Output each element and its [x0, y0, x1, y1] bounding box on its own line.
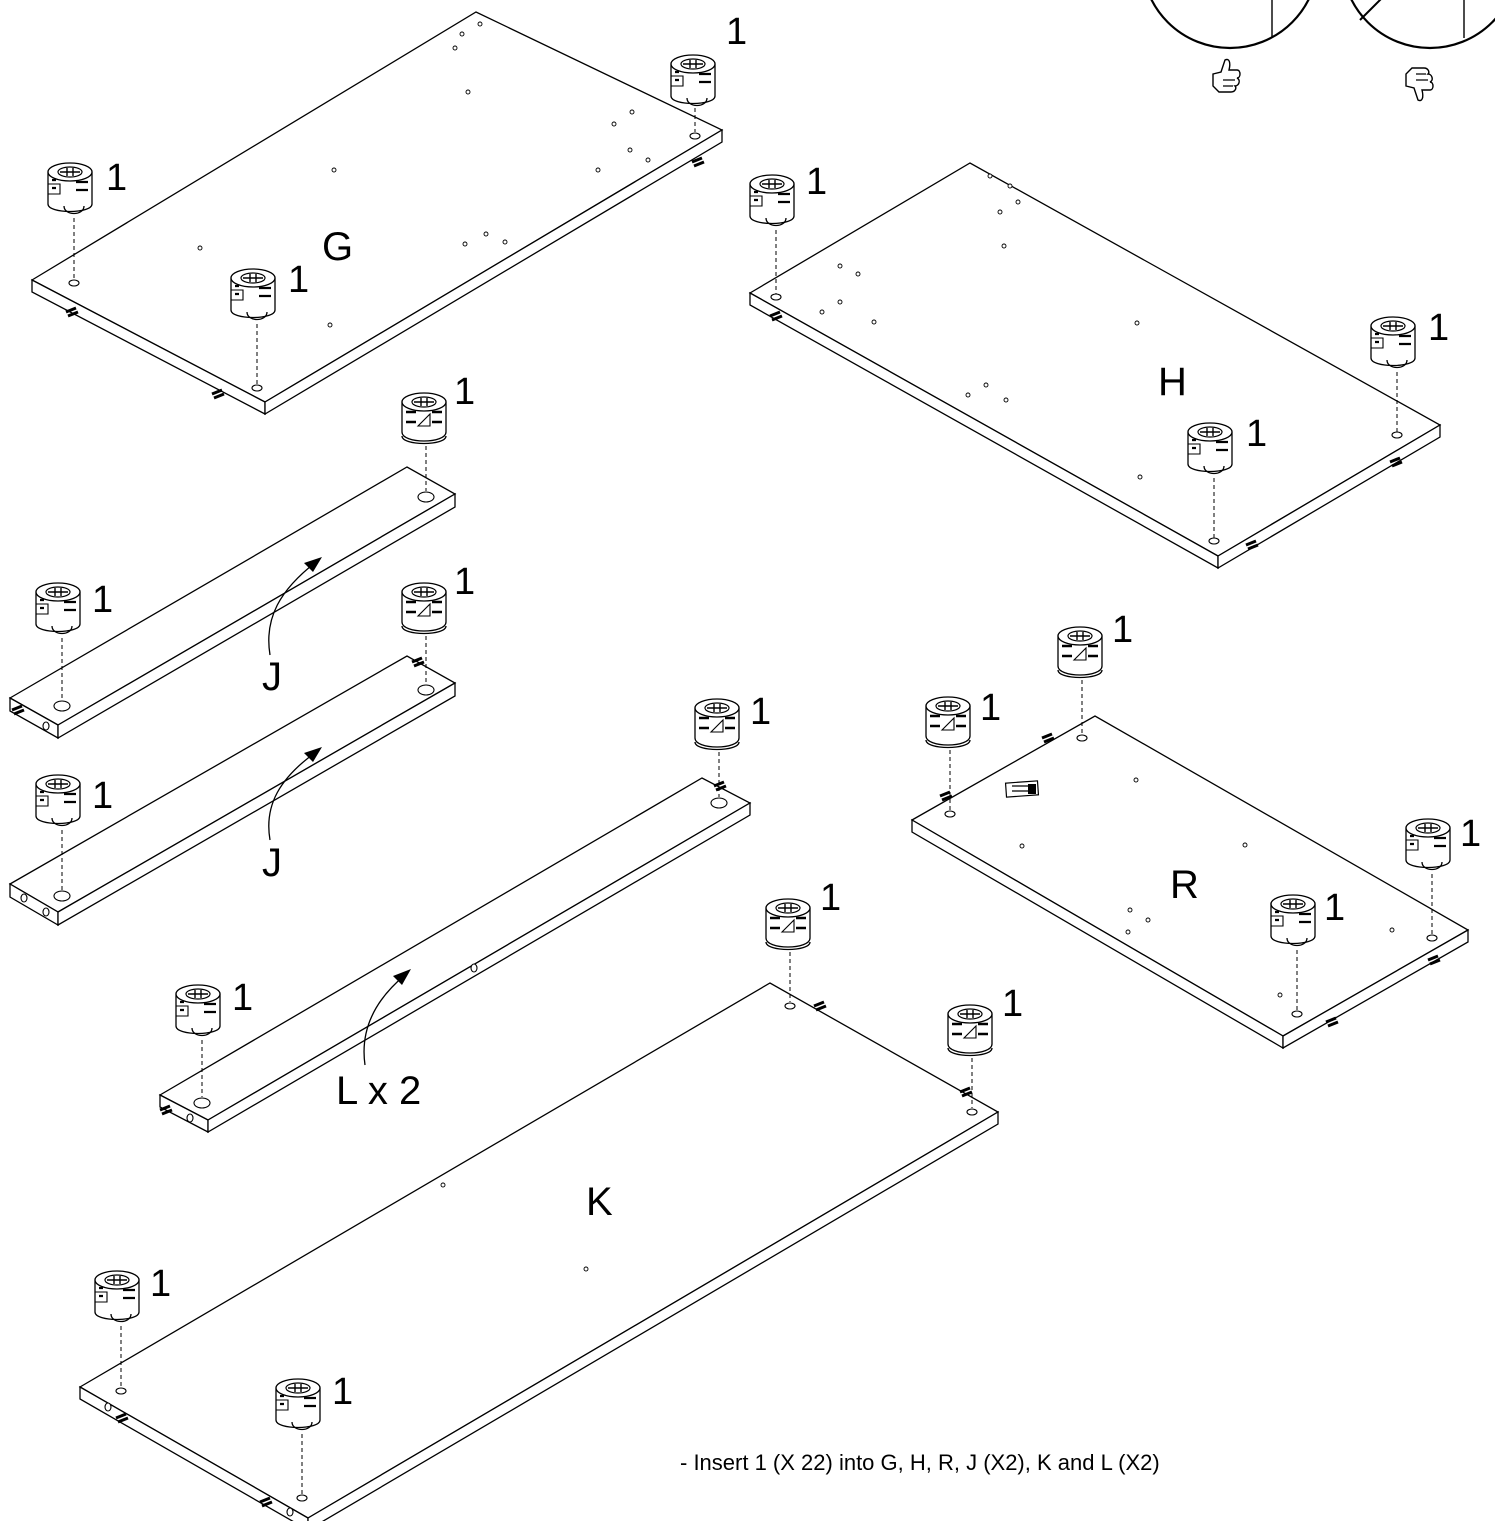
- cam-lock-fitting-icon: [1369, 315, 1417, 369]
- thumbs-down-icon: [1405, 67, 1434, 102]
- cam-lock-fitting-icon: [34, 773, 82, 827]
- part-number-label: 1: [726, 11, 747, 53]
- panel-j-upper: [8, 446, 457, 740]
- part-number-label: 1: [806, 161, 827, 203]
- part-number-label: 1: [454, 561, 475, 603]
- cam-lock-fitting-icon: [764, 897, 812, 951]
- panel-label-j: J: [262, 841, 282, 885]
- correct-orientation-indicator: [1150, 0, 1310, 93]
- part-number-label: 1: [150, 1263, 171, 1305]
- part-number-label: 1: [332, 1371, 353, 1413]
- cam-lock-fitting-icon: [400, 581, 448, 635]
- panel-label-r: R: [1170, 863, 1199, 907]
- cam-lock-fitting-icon: [1269, 893, 1317, 947]
- part-number-label: 1: [1428, 307, 1449, 349]
- part-number-label: 1: [92, 775, 113, 817]
- panel-h: [748, 162, 1442, 570]
- cam-lock-fitting-icon: [946, 1003, 994, 1057]
- cam-lock-fitting-icon: [34, 581, 82, 635]
- part-number-label: 1: [980, 687, 1001, 729]
- cam-lock-fitting-icon: [924, 695, 972, 749]
- part-number-label: 1: [106, 157, 127, 199]
- panel-label-k: K: [586, 1180, 613, 1224]
- cam-lock-fitting-icon: [1056, 625, 1104, 679]
- panel-k: [78, 952, 1000, 1526]
- cam-lock-fitting-icon: [693, 697, 741, 751]
- part-number-label: 1: [820, 877, 841, 919]
- cam-lock-fitting-icon: [174, 983, 222, 1037]
- cam-lock-fitting-icon: [93, 1269, 141, 1323]
- part-number-label: 1: [750, 691, 771, 733]
- thumbs-up-icon: [1212, 58, 1241, 93]
- panel-label-h: H: [1158, 360, 1187, 404]
- cam-lock-fitting-icon: [748, 173, 796, 227]
- cam-lock-fitting-icon: [1186, 421, 1234, 475]
- part-number-label: 1: [92, 579, 113, 621]
- cam-lock-fitting-icon: [669, 53, 717, 107]
- cam-lock-fitting-icon: [400, 391, 448, 445]
- panel-label-l: L x 2: [336, 1069, 421, 1113]
- part-number-label: 1: [1246, 413, 1267, 455]
- panel-l: [158, 752, 752, 1134]
- part-number-label: 1: [1324, 887, 1345, 929]
- part-number-label: 1: [232, 977, 253, 1019]
- part-number-label: 1: [454, 371, 475, 413]
- panel-j-lower: [8, 636, 457, 927]
- cam-lock-fitting-icon: [229, 267, 277, 321]
- cam-lock-fitting-icon: [1404, 817, 1452, 871]
- part-number-label: 1: [1112, 609, 1133, 651]
- part-number-label: 1: [1002, 983, 1023, 1025]
- part-number-label: 1: [1460, 813, 1481, 855]
- panel-g: [30, 11, 724, 416]
- panel-label-j: J: [262, 655, 282, 699]
- instruction-caption: - Insert 1 (X 22) into G, H, R, J (X2), …: [680, 1450, 1160, 1475]
- panel-r: [910, 680, 1470, 1050]
- incorrect-orientation-indicator: [1350, 0, 1495, 102]
- panel-label-g: G: [322, 225, 353, 269]
- cam-lock-fitting-icon: [46, 161, 94, 215]
- cam-lock-fitting-icon: [274, 1377, 322, 1431]
- part-number-label: 1: [288, 259, 309, 301]
